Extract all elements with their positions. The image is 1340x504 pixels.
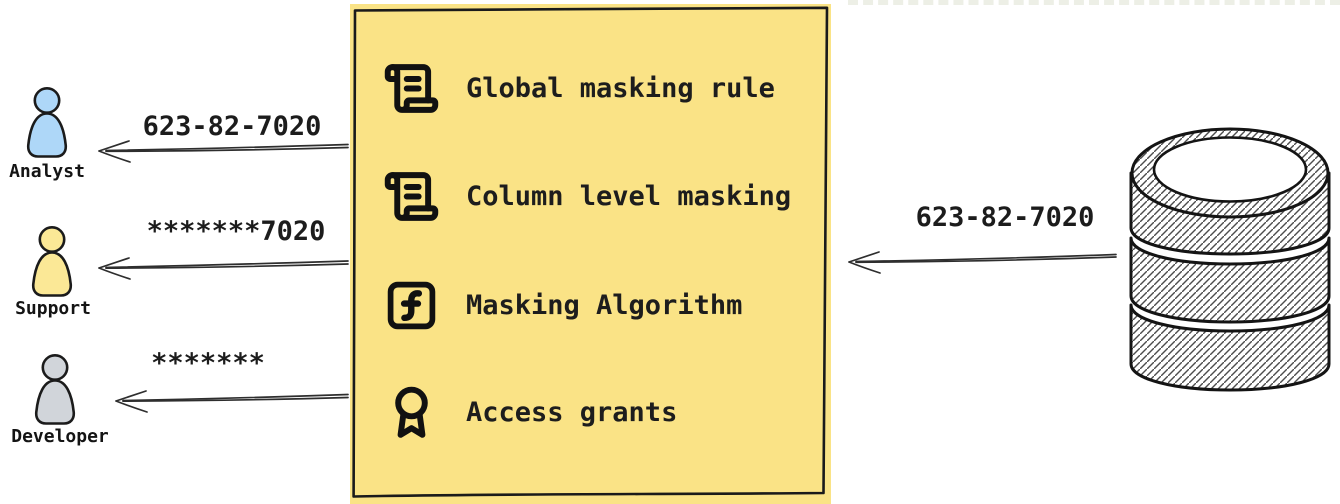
arrow-box-to-developer <box>115 390 349 413</box>
rule-item-column-masking: Column level masking <box>383 166 791 226</box>
analyst-label: Analyst <box>9 161 85 182</box>
rule-item-label: Access grants <box>466 396 678 428</box>
rule-item-label: Masking Algorithm <box>466 289 743 321</box>
developer-label: Developer <box>11 426 109 447</box>
developer-person-icon <box>34 354 76 425</box>
rule-item-masking-algorithm: Masking Algorithm <box>383 275 742 335</box>
analyst-person-icon <box>26 87 68 158</box>
rule-item-global-masking: Global masking rule <box>383 58 775 118</box>
analyst-value: 623-82-7020 <box>142 111 322 142</box>
arrow-db-to-box <box>848 251 1117 274</box>
function-square-icon <box>387 281 436 329</box>
support-value: *******7020 <box>146 216 326 247</box>
scroll-icon <box>384 63 439 113</box>
arrow-box-to-analyst <box>98 140 349 163</box>
database-value: 623-82-7020 <box>915 202 1095 233</box>
masking-rules-box: Global masking rule Column level masking… <box>350 4 831 504</box>
support-label: Support <box>15 298 91 319</box>
rule-item-label: Global masking rule <box>466 72 775 104</box>
developer-value: ******* <box>151 348 265 379</box>
rule-item-label: Column level masking <box>466 180 792 212</box>
award-icon <box>395 386 428 438</box>
arrow-box-to-support <box>98 257 349 280</box>
dashed-line-decoration <box>848 0 1340 5</box>
rule-item-access-grants: Access grants <box>383 382 677 442</box>
database-icon <box>1129 127 1331 392</box>
scroll-icon <box>384 171 439 221</box>
support-person-icon <box>31 226 73 297</box>
